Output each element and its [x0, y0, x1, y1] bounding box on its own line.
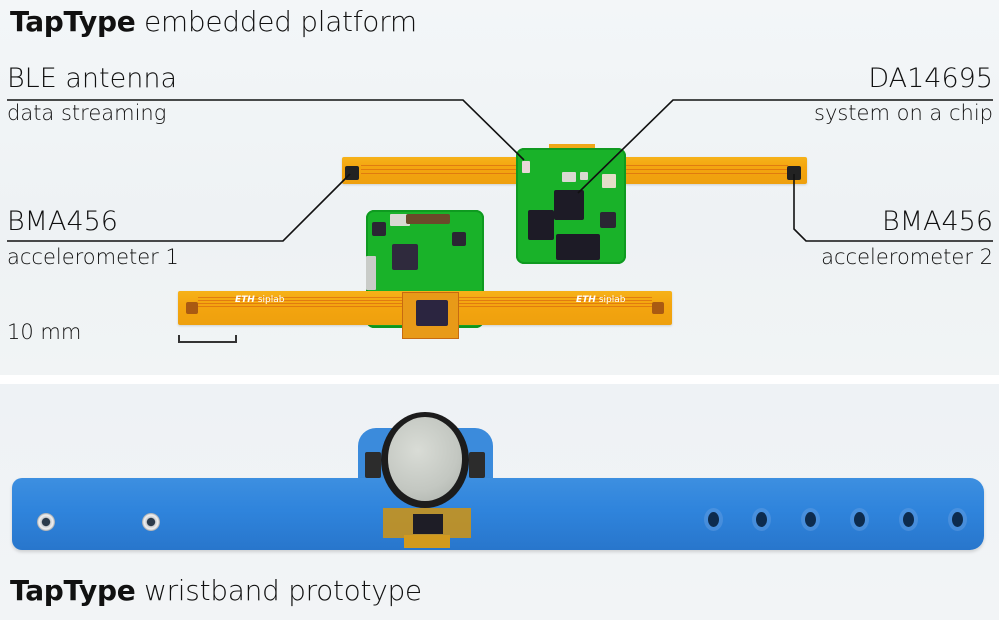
- scale-label: 10 mm: [7, 320, 82, 344]
- title-bold: TapType: [10, 574, 136, 607]
- wristband-hole: [903, 512, 914, 527]
- mcu-chip: [392, 244, 418, 270]
- wristband-eyelet: [142, 513, 160, 531]
- panel-divider: [0, 375, 999, 384]
- coin-cell-holder: [365, 412, 485, 512]
- lower-sensor-left: [186, 302, 198, 314]
- board-to-board-connector: [416, 300, 448, 326]
- small-chip: [452, 232, 466, 246]
- accelerometer-2-sensor: [787, 166, 801, 180]
- wristband-strap: [12, 478, 984, 550]
- connector-part: [390, 214, 410, 226]
- memory-chip: [528, 210, 554, 240]
- slide-switch: [366, 256, 376, 290]
- holder-tab-left: [365, 452, 381, 478]
- wristband-hole: [854, 512, 865, 527]
- accelerometer-1-desc: accelerometer 1: [7, 245, 179, 269]
- accelerometer-1-sensor: [345, 166, 359, 180]
- flash-chip: [556, 234, 600, 260]
- coin-cell-battery: [388, 417, 462, 501]
- soc-label: DA14695: [868, 63, 993, 94]
- wristband-hole: [756, 512, 767, 527]
- accelerometer-2-desc: accelerometer 2: [821, 245, 993, 269]
- soc-desc: system on a chip: [814, 101, 993, 125]
- scale-bar: [178, 335, 237, 343]
- crystal-part: [580, 172, 588, 180]
- crystal-part: [562, 172, 576, 182]
- lower-sensor-right: [652, 302, 664, 314]
- small-chip: [372, 222, 386, 236]
- wristband-hole: [708, 512, 719, 527]
- ble-antenna-desc: data streaming: [7, 101, 167, 125]
- wristband-flex-tail: [404, 535, 450, 548]
- accelerometer-1-label: BMA456: [7, 206, 118, 237]
- wristband-hole: [952, 512, 963, 527]
- wristband-eyelet: [37, 513, 55, 531]
- component-part: [602, 174, 616, 188]
- small-chip: [600, 212, 616, 228]
- title-rest: wristband prototype: [135, 574, 422, 607]
- wristband-hole: [805, 512, 816, 527]
- embedded-platform-title: TapType embedded platform: [10, 5, 417, 38]
- wristband-title: TapType wristband prototype: [10, 574, 422, 607]
- da14695-soc-chip: [554, 190, 584, 220]
- title-bold: TapType: [10, 5, 136, 38]
- title-rest: embedded platform: [135, 5, 417, 38]
- ble-antenna-part: [522, 161, 530, 173]
- main-pcb: [516, 148, 626, 264]
- accelerometer-2-label: BMA456: [882, 206, 993, 237]
- holder-tab-right: [469, 452, 485, 478]
- ble-antenna-label: BLE antenna: [7, 63, 177, 94]
- wristband-connector-chip: [413, 514, 443, 534]
- fpc-connector: [406, 214, 450, 224]
